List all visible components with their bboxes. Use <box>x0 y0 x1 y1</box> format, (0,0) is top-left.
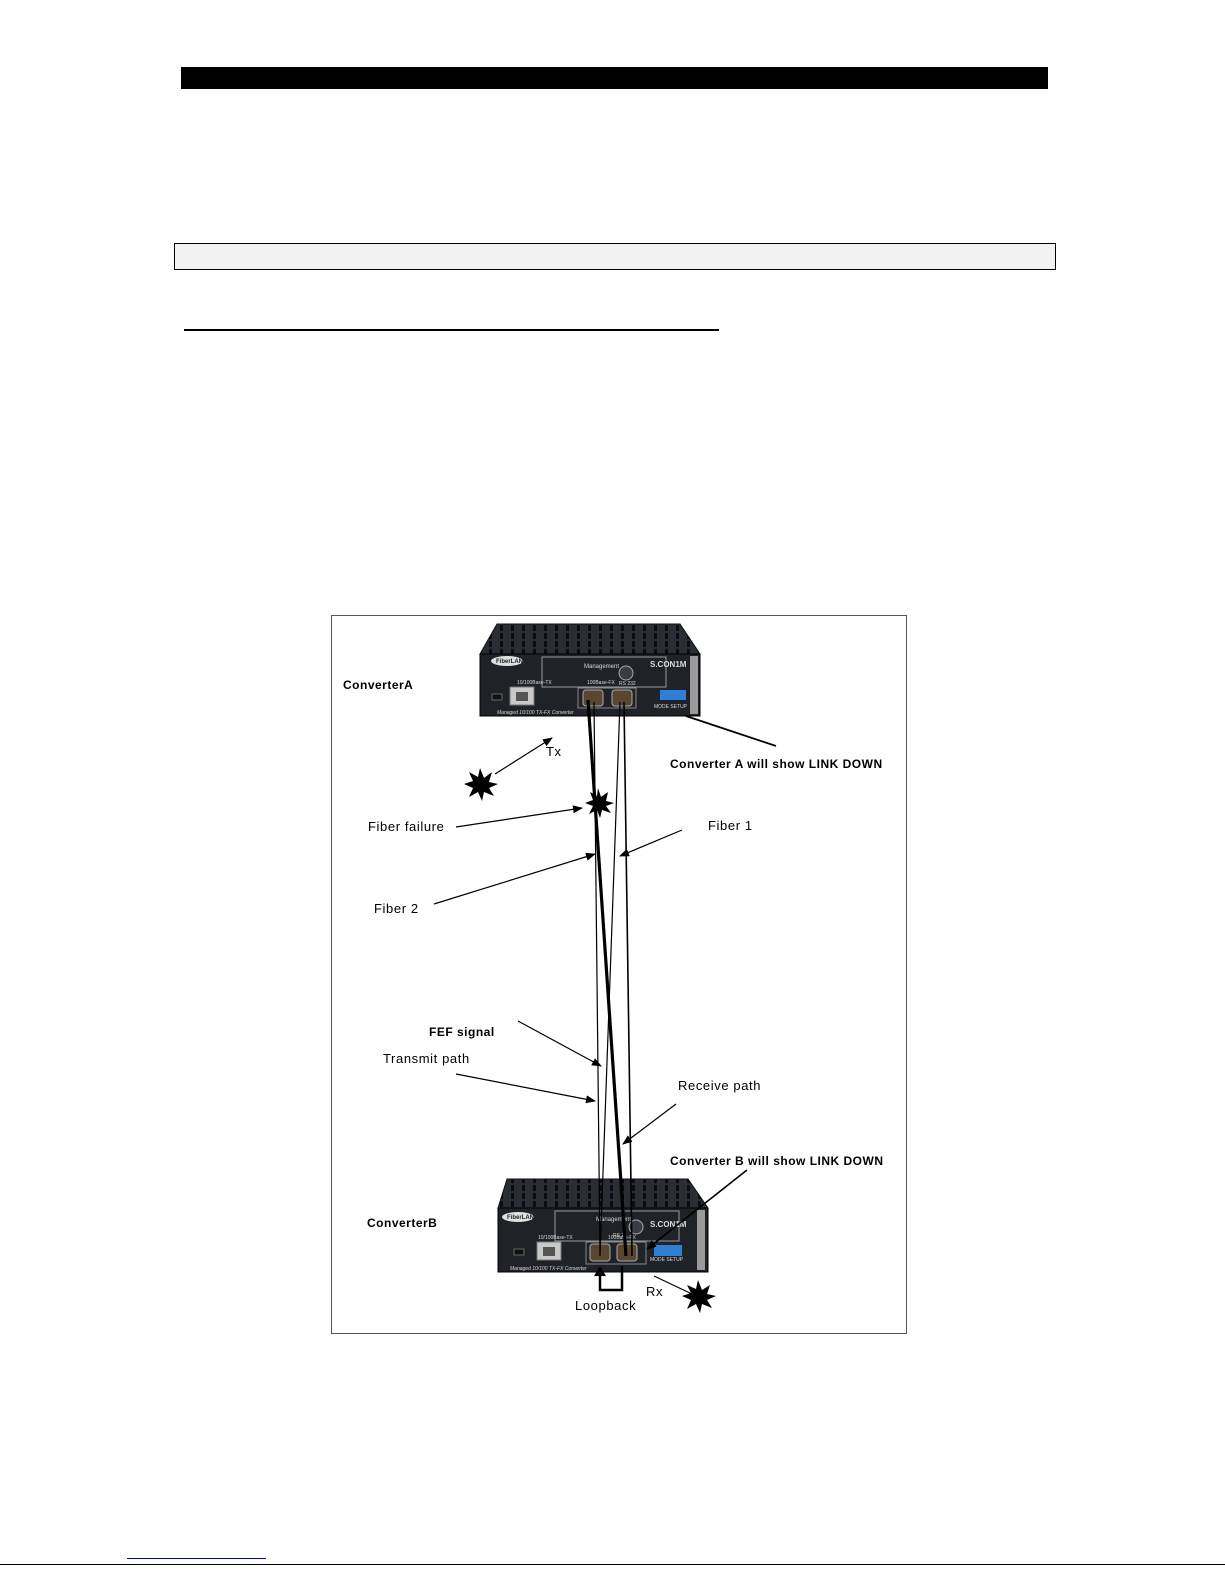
starburst-rx-icon <box>682 1280 716 1313</box>
device-a-fx-port-label: 100Base-FX <box>587 680 615 686</box>
receive-path-label: Receive path <box>678 1078 761 1093</box>
loopback-path <box>598 1266 624 1292</box>
rx-pointer <box>653 1275 693 1295</box>
device-b-fx-port-label: 100Base-FX <box>608 1235 636 1241</box>
fiber-2-line <box>586 699 628 1257</box>
section-heading-box <box>174 243 1056 270</box>
converter-b-label: ConverterB <box>367 1216 437 1230</box>
fiber-failure-arrow <box>455 805 583 828</box>
header-bar <box>181 67 1048 89</box>
fef-signal-arrow <box>517 1020 602 1067</box>
device-a-fiber-port-2 <box>611 689 633 707</box>
converter-a-status-label: Converter A will show LINK DOWN <box>670 757 883 771</box>
device-b-brand: FiberLAN <box>507 1215 534 1221</box>
fiber-1-arrow <box>619 829 683 857</box>
device-a-dip-switches <box>660 690 686 700</box>
device-b-tx-port-label: 10/100Base-TX <box>538 1235 573 1241</box>
footer-rule <box>0 1564 1225 1565</box>
device-a-fiber-port-1 <box>582 689 604 707</box>
device-b-management-label: Management <box>596 1217 631 1223</box>
fiber-2-label: Fiber 2 <box>374 901 419 916</box>
device-a-model: S.CON1M <box>650 660 687 669</box>
device-b-dip-switches <box>654 1245 682 1256</box>
fiber-diagram: Management RS 232 S.CON1M FiberLAN 10/10… <box>343 623 884 1313</box>
converter-a-device: Management RS 232 S.CON1M FiberLAN 10/10… <box>479 623 701 717</box>
converter-b-device: Management RS 2 S.CON1M FiberLAN 10/100B… <box>497 1178 709 1273</box>
tx-arrow <box>494 737 553 775</box>
fiber-2-arrow <box>433 852 596 905</box>
converter-b-status-label: Converter B will show LINK DOWN <box>670 1154 884 1168</box>
device-a-management-label: Management <box>584 664 619 670</box>
transmit-path-label: Transmit path <box>383 1051 470 1066</box>
rx-label: Rx <box>646 1284 663 1299</box>
receive-path-arrow <box>622 1103 677 1145</box>
fiber-diagram-frame: Management RS 232 S.CON1M FiberLAN 10/10… <box>331 615 907 1334</box>
heading-underline <box>184 329 719 331</box>
fiber-1-line-left <box>593 701 601 1257</box>
device-b-rs232-label: RS 2 <box>613 1233 624 1239</box>
device-b-caption: Managed 10/100 TX-FX Converter <box>510 1266 587 1272</box>
device-a-caption: Managed 10/100 TX-FX Converter <box>497 710 574 716</box>
footer-link-underline[interactable] <box>127 1558 266 1559</box>
converter-a-status-pointer <box>685 715 777 747</box>
device-a-rs232-label: RS 232 <box>619 681 636 687</box>
fiber-1-line-right <box>599 701 621 1257</box>
device-b-mode-setup-label: MODE SETUP <box>650 1257 684 1263</box>
starburst-fiber-failure-icon <box>585 788 614 818</box>
converter-b-status-arrow <box>646 1169 748 1250</box>
fef-signal-label: FEF signal <box>429 1025 495 1039</box>
fiber-1-label: Fiber 1 <box>708 818 753 833</box>
device-a-brand: FiberLAN <box>496 659 523 665</box>
transmit-path-arrow <box>455 1073 596 1104</box>
loopback-label: Loopback <box>575 1298 636 1313</box>
receive-fiber-line <box>623 701 633 1257</box>
fiber-failure-label: Fiber failure <box>368 819 444 834</box>
tx-label: Tx <box>546 744 562 759</box>
device-a-tx-port-label: 10/100Base-TX <box>517 680 552 686</box>
starburst-tx-icon <box>464 768 498 801</box>
device-b-model: S.CON1M <box>650 1220 687 1229</box>
device-a-mode-setup-label: MODE SETUP <box>654 704 688 710</box>
converter-a-label: ConverterA <box>343 678 413 692</box>
